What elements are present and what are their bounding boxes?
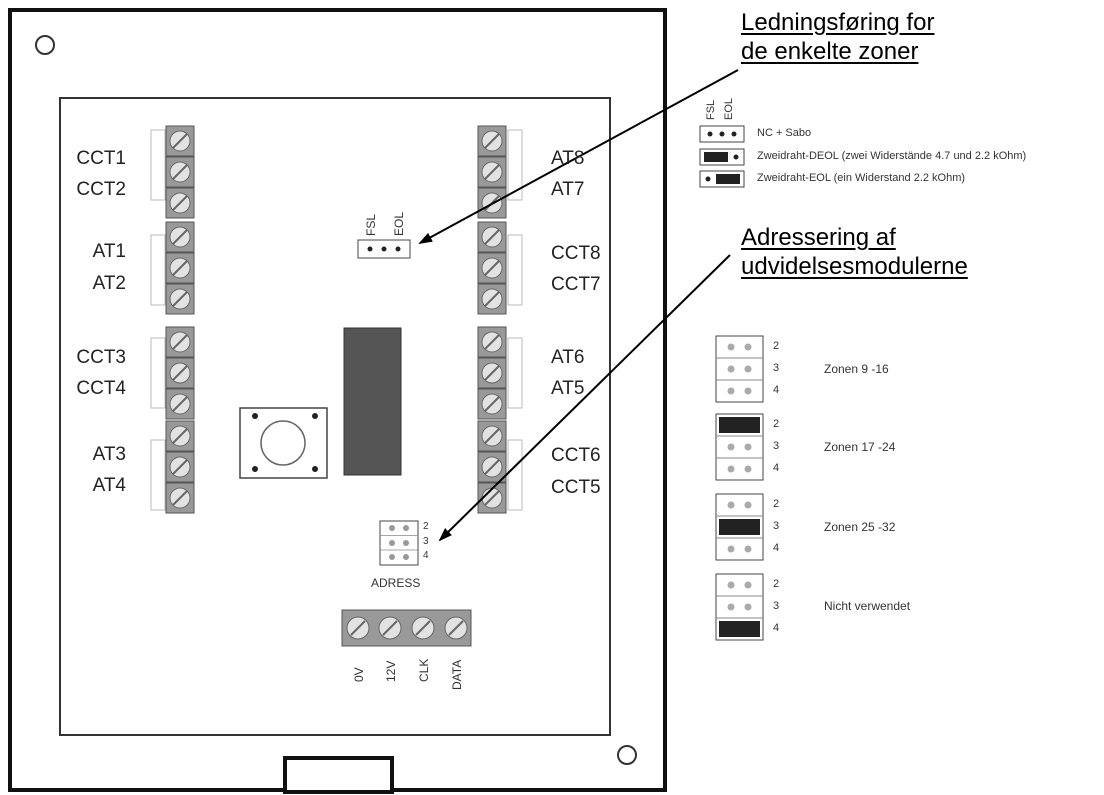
terminal-label-data: DATA [450,659,464,690]
table-pin: 4 [773,542,780,554]
fsl-eol-jumper [357,239,411,259]
table-pin: 4 [773,462,780,474]
table-pin: 3 [773,440,780,452]
zone-label-25-32: Zonen 25 -32 [824,520,896,534]
table-pin: 2 [773,498,780,510]
address-table [715,335,764,641]
zone-label-unused: Nicht verwendet [824,599,911,613]
terminal-label-at7: AT7 [551,179,585,200]
zone-label-17-24: Zonen 17 -24 [824,440,896,454]
terminal-label-cct5: CCT5 [551,477,601,498]
terminal-block-bottom [341,609,472,647]
table-pin: 3 [773,600,780,612]
terminal-block-left-bottom [150,326,195,514]
terminal-label-cct2: CCT2 [76,179,126,200]
terminal-label-at4: AT4 [92,475,126,496]
zone-label-9-16: Zonen 9 -16 [824,362,889,376]
table-pin: 3 [773,520,780,532]
terminal-label-0v: 0V [352,667,366,682]
table-pin: 2 [773,578,780,590]
pcb-board [59,97,611,736]
address-pin-2: 2 [423,521,429,532]
address-pin-3: 3 [423,536,429,547]
terminal-label-cct6: CCT6 [551,445,601,466]
tamper-switch [239,407,328,479]
terminal-label-at5: AT5 [551,378,585,399]
callout-wiring-line2: de enkelte zoner [741,38,919,65]
terminal-block-right-bottom [477,326,523,514]
enclosure-tab [283,756,394,794]
legend-row-deol: Zweidraht-DEOL (zwei Widerstände 4.7 und… [757,150,1027,162]
table-pin: 4 [773,622,780,634]
address-option-3 [715,493,764,561]
legend-header-eol: EOL [723,97,735,120]
callout-arrow-addressing [438,254,731,542]
table-pin: 4 [773,384,780,396]
table-pin: 2 [773,340,780,352]
callout-wiring-line1: Ledningsføring for [741,9,935,36]
terminal-label-cct1: CCT1 [76,148,126,169]
callout-addressing-line1: Adressering af [741,224,896,251]
address-option-4 [715,573,764,641]
jumper-label-fsl: FSL [364,213,378,236]
ic-chip [343,327,402,476]
terminal-label-cct8: CCT8 [551,243,601,264]
terminal-label-clk: CLK [417,658,431,682]
fsl-eol-legend [699,125,745,188]
table-pin: 2 [773,418,780,430]
address-option-2 [715,413,764,481]
terminal-label-at3: AT3 [92,444,126,465]
legend-header-fsl: FSL [705,99,717,120]
terminal-label-cct7: CCT7 [551,274,601,295]
table-pin: 3 [773,362,780,374]
legend-row-nc-sabo: NC + Sabo [757,127,812,139]
jumper-label-eol: EOL [392,211,406,236]
callout-arrow-wiring [418,69,739,244]
legend-row-eol: Zweidraht-EOL (ein Widerstand 2.2 kOhm) [757,172,966,184]
address-pin-4: 4 [423,550,429,561]
terminal-label-at6: AT6 [551,347,585,368]
mount-hole-top-left [35,35,55,55]
terminal-label-cct3: CCT3 [76,347,126,368]
terminal-label-cct4: CCT4 [76,378,126,399]
terminal-label-12v: 12V [384,660,398,682]
address-jumper [379,520,419,566]
address-option-1 [715,335,764,403]
terminal-label-at1: AT1 [92,241,126,262]
mount-hole-bottom-right [617,745,637,765]
terminal-block-right-top [477,125,523,315]
callout-addressing-line2: udvidelsesmodulerne [741,253,968,280]
address-label: ADRESS [371,576,421,590]
terminal-label-at8: AT8 [551,148,585,169]
terminal-block-left-top [150,125,195,315]
terminal-label-at2: AT2 [92,273,126,294]
